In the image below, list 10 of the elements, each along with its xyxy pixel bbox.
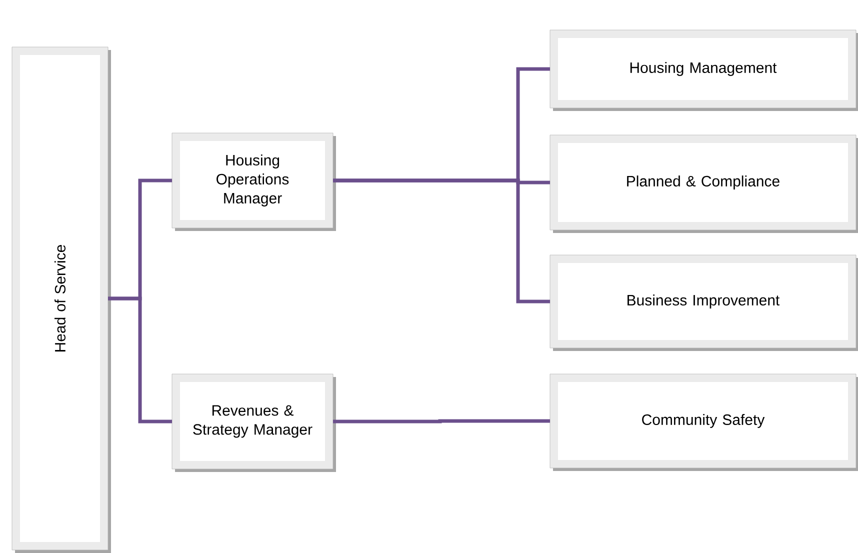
org-box: Revenues & Strategy Manager	[172, 374, 336, 472]
connector-line	[333, 419, 550, 424]
connector-line	[108, 296, 172, 424]
connector-line	[333, 178, 550, 304]
org-box: Housing Management	[550, 30, 858, 111]
org-box: Head of Service	[12, 46, 111, 553]
org-box: Business Improvement	[550, 254, 858, 351]
org-box: Community Safety	[550, 374, 858, 471]
org-box: Housing Operations Manager	[172, 132, 336, 231]
org-box: Planned & Compliance	[550, 134, 858, 233]
